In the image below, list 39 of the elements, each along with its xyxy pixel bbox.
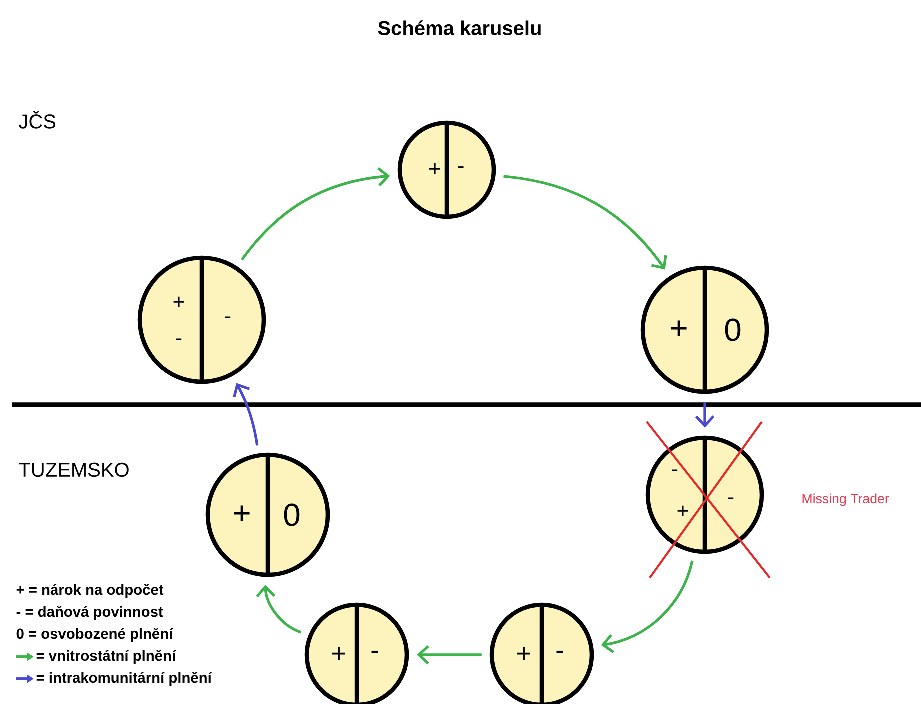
sign: - <box>225 316 231 318</box>
region-label: JČS <box>19 111 56 129</box>
sign: 0 <box>284 504 300 526</box>
legend-entry: - = daňová povinnost <box>16 606 164 620</box>
circle-node <box>490 602 594 704</box>
sign: + <box>174 296 184 308</box>
sign: + <box>234 506 250 522</box>
sign: + <box>332 647 346 660</box>
arrow <box>504 175 668 270</box>
arrow <box>241 167 390 261</box>
sign: + <box>430 163 441 175</box>
arrow <box>233 383 259 446</box>
circle-node <box>646 420 890 580</box>
title: Schéma karuselu <box>378 20 541 36</box>
node-caption: Missing Trader <box>802 494 890 506</box>
sign: - <box>556 650 564 654</box>
sign: - <box>728 498 734 500</box>
arrow <box>695 402 715 428</box>
sign: - <box>672 470 678 472</box>
legend-entry: = vnitrostátní plnění <box>36 650 176 664</box>
sign: - <box>458 166 464 168</box>
arrow <box>601 560 694 654</box>
legend-entry: 0 = osvobozené plnění <box>16 628 174 642</box>
legend-entry: = intrakomunitární plnění <box>36 672 212 686</box>
sign: + <box>678 506 688 516</box>
sign: + <box>518 647 530 660</box>
sign: + <box>671 320 687 336</box>
sign: - <box>372 650 378 654</box>
sign: 0 <box>725 318 741 342</box>
circle-node <box>304 602 410 704</box>
circle-node <box>138 256 266 384</box>
region-label: TUZEMSKO <box>19 462 129 478</box>
arrow <box>417 645 482 665</box>
arrow <box>256 585 302 634</box>
circle-node <box>640 266 770 394</box>
circle-node <box>398 120 496 220</box>
circle-node <box>206 452 330 578</box>
sign: - <box>176 338 182 340</box>
legend-entry: + = nárok na odpočet <box>16 584 164 598</box>
